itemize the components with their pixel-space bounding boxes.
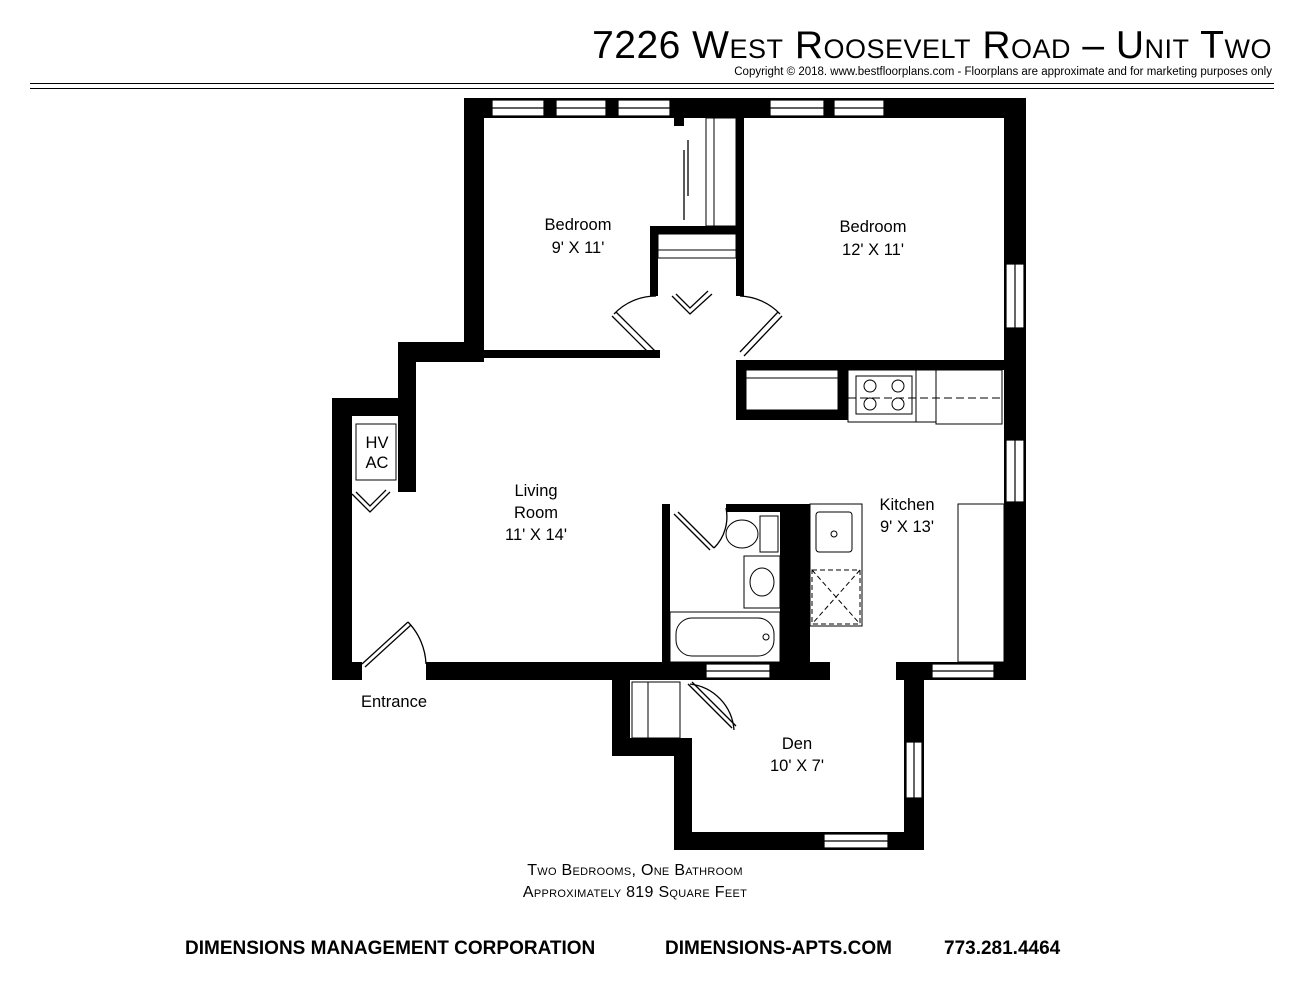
kitchen-counter-sink xyxy=(809,503,863,627)
wall-right xyxy=(1004,98,1026,680)
living-room-name-line1: Living xyxy=(514,482,557,500)
fixtures xyxy=(355,117,1005,739)
wall-closet-top-stub xyxy=(674,110,684,126)
wall-bath-right xyxy=(780,504,810,664)
den-closet-shelf xyxy=(631,681,681,739)
hvac-unit xyxy=(355,423,397,481)
doors xyxy=(351,140,836,731)
bedroom-left-size: 9' X 11' xyxy=(552,239,605,257)
entrance-label: Entrance xyxy=(361,693,427,711)
closet-shelf xyxy=(657,233,737,259)
windows xyxy=(491,99,1025,849)
company-website: DIMENSIONS-APTS.COM xyxy=(665,938,892,959)
toilet-tank xyxy=(759,515,779,553)
header-rule xyxy=(30,83,1274,84)
wall-hvac-top xyxy=(332,398,416,416)
wall-den-left-upper xyxy=(612,662,630,756)
dishwasher-icon xyxy=(811,569,861,625)
vanity xyxy=(743,555,781,609)
living-room-name-line2: Room xyxy=(514,504,558,522)
kitchen-name: Kitchen xyxy=(879,496,934,514)
refrigerator-icon xyxy=(935,369,1003,425)
den-name: Den xyxy=(782,735,812,753)
hvac-label-line1: HV xyxy=(366,434,389,452)
wall-bottom-entrance-left xyxy=(332,662,362,680)
wall-den-step xyxy=(612,738,692,756)
wall-bath-left xyxy=(662,504,670,664)
wall-bedroom-left-bottom xyxy=(484,350,660,358)
entrance-door xyxy=(361,621,427,668)
bedroom-right-name: Bedroom xyxy=(840,218,907,236)
wall-hall-closet-left xyxy=(736,360,746,420)
wall-left xyxy=(332,398,352,680)
hall-closet-shelf xyxy=(745,369,839,411)
wall-closet-left xyxy=(650,226,658,296)
kitchen-counter xyxy=(957,503,1005,663)
bedroom-left-name: Bedroom xyxy=(545,216,612,234)
kitchen-size: 9' X 13' xyxy=(880,518,934,536)
wall-bedroom-left xyxy=(464,98,484,356)
toilet-icon xyxy=(725,519,759,549)
wall-bedroom-divider xyxy=(736,98,744,294)
unit-summary-area: Approximately 819 Square Feet xyxy=(522,884,748,901)
wall-bath-top xyxy=(726,504,790,512)
unit-summary-rooms: Two Bedrooms, One Bathroom xyxy=(527,862,743,879)
page-title: 7226 West Roosevelt Road – Unit Two xyxy=(592,24,1272,67)
exterior-walls xyxy=(332,98,1026,850)
sink-icon xyxy=(815,511,853,553)
wall-hall-closet-top xyxy=(736,360,1006,370)
bath-sink-icon xyxy=(749,567,775,597)
bedroom-right-size: 12' X 11' xyxy=(842,241,904,259)
wall-hall-closet-right xyxy=(838,360,848,420)
company-name: DIMENSIONS MANAGEMENT CORPORATION xyxy=(185,938,596,959)
wall-hall-closet-bottom xyxy=(736,410,848,420)
company-phone: 773.281.4464 xyxy=(944,938,1061,959)
bathtub-icon xyxy=(669,611,781,663)
bedroom-right-door xyxy=(739,295,783,357)
hvac-door xyxy=(351,489,391,513)
living-room-size: 11' X 14' xyxy=(505,526,567,544)
wall-den-left xyxy=(674,738,692,850)
bedroom-left-door xyxy=(611,295,657,357)
closet-shelf xyxy=(705,117,737,227)
bathroom-door xyxy=(673,507,728,551)
hvac-label-line2: AC xyxy=(366,454,389,472)
wall-living-top xyxy=(398,342,484,362)
wall-top xyxy=(464,98,1026,118)
den-size: 10' X 7' xyxy=(770,757,824,775)
header-rule-thin xyxy=(30,88,1274,89)
interior-walls xyxy=(484,98,1006,664)
wall-hvac-right xyxy=(398,342,416,492)
den-door xyxy=(687,681,737,731)
room-labels: Bedroom 9' X 11' Bedroom 12' X 11' Livin… xyxy=(361,216,935,775)
wall-closet-top xyxy=(650,226,744,234)
closet-door xyxy=(671,290,713,315)
copyright-notice: Copyright © 2018. www.bestfloorplans.com… xyxy=(734,66,1272,78)
wall-closet-right xyxy=(736,226,744,296)
